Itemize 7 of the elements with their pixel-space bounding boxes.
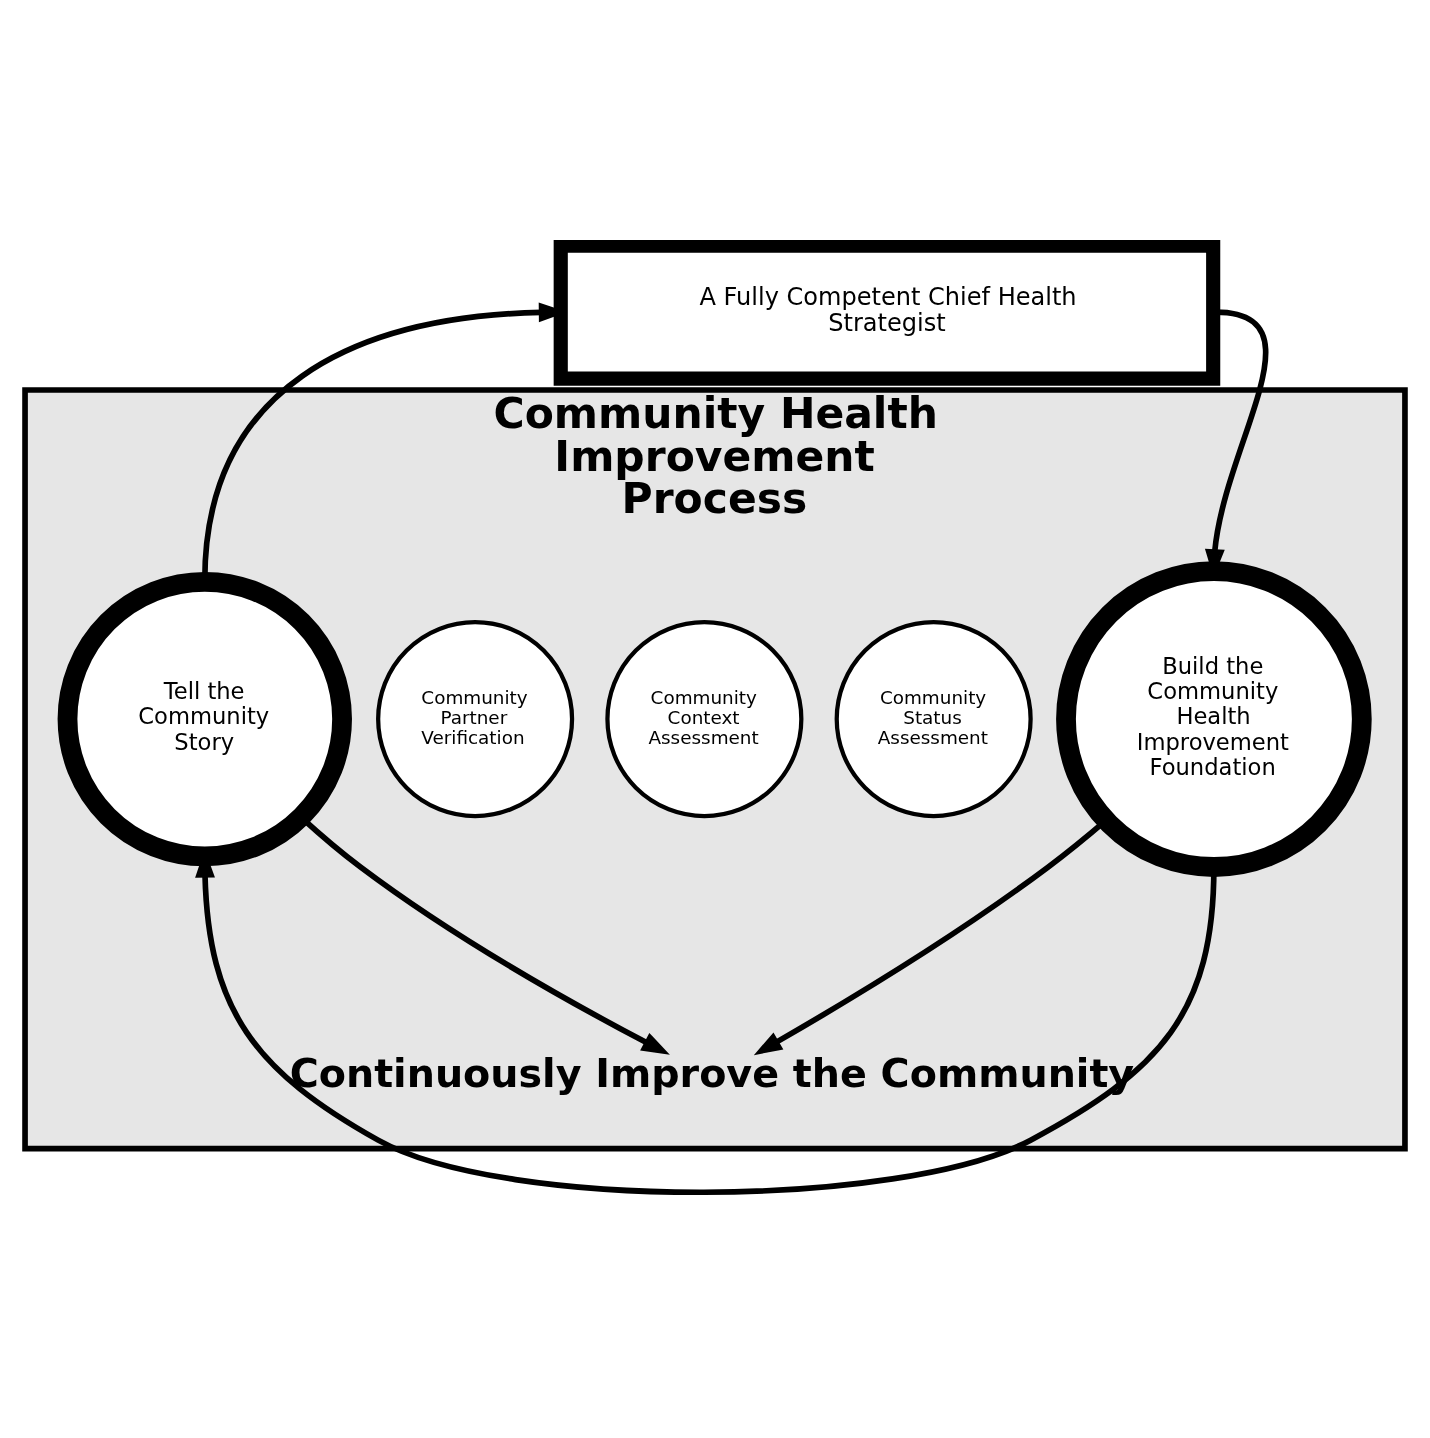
node-box: A Fully Competent Chief Health Strategist — [553, 240, 1221, 386]
node-circle: Community Partner Verification — [376, 620, 575, 819]
node-text: Continuously Improve the Community — [289, 1049, 1135, 1096]
node-circle: Build the Community Health Improvement Foundation — [1056, 561, 1372, 877]
node-circle: Tell the Community Story — [57, 571, 352, 867]
node-circle: Community Status Assessment — [834, 620, 1033, 819]
node-circle: Community Context Assessment — [605, 620, 804, 819]
